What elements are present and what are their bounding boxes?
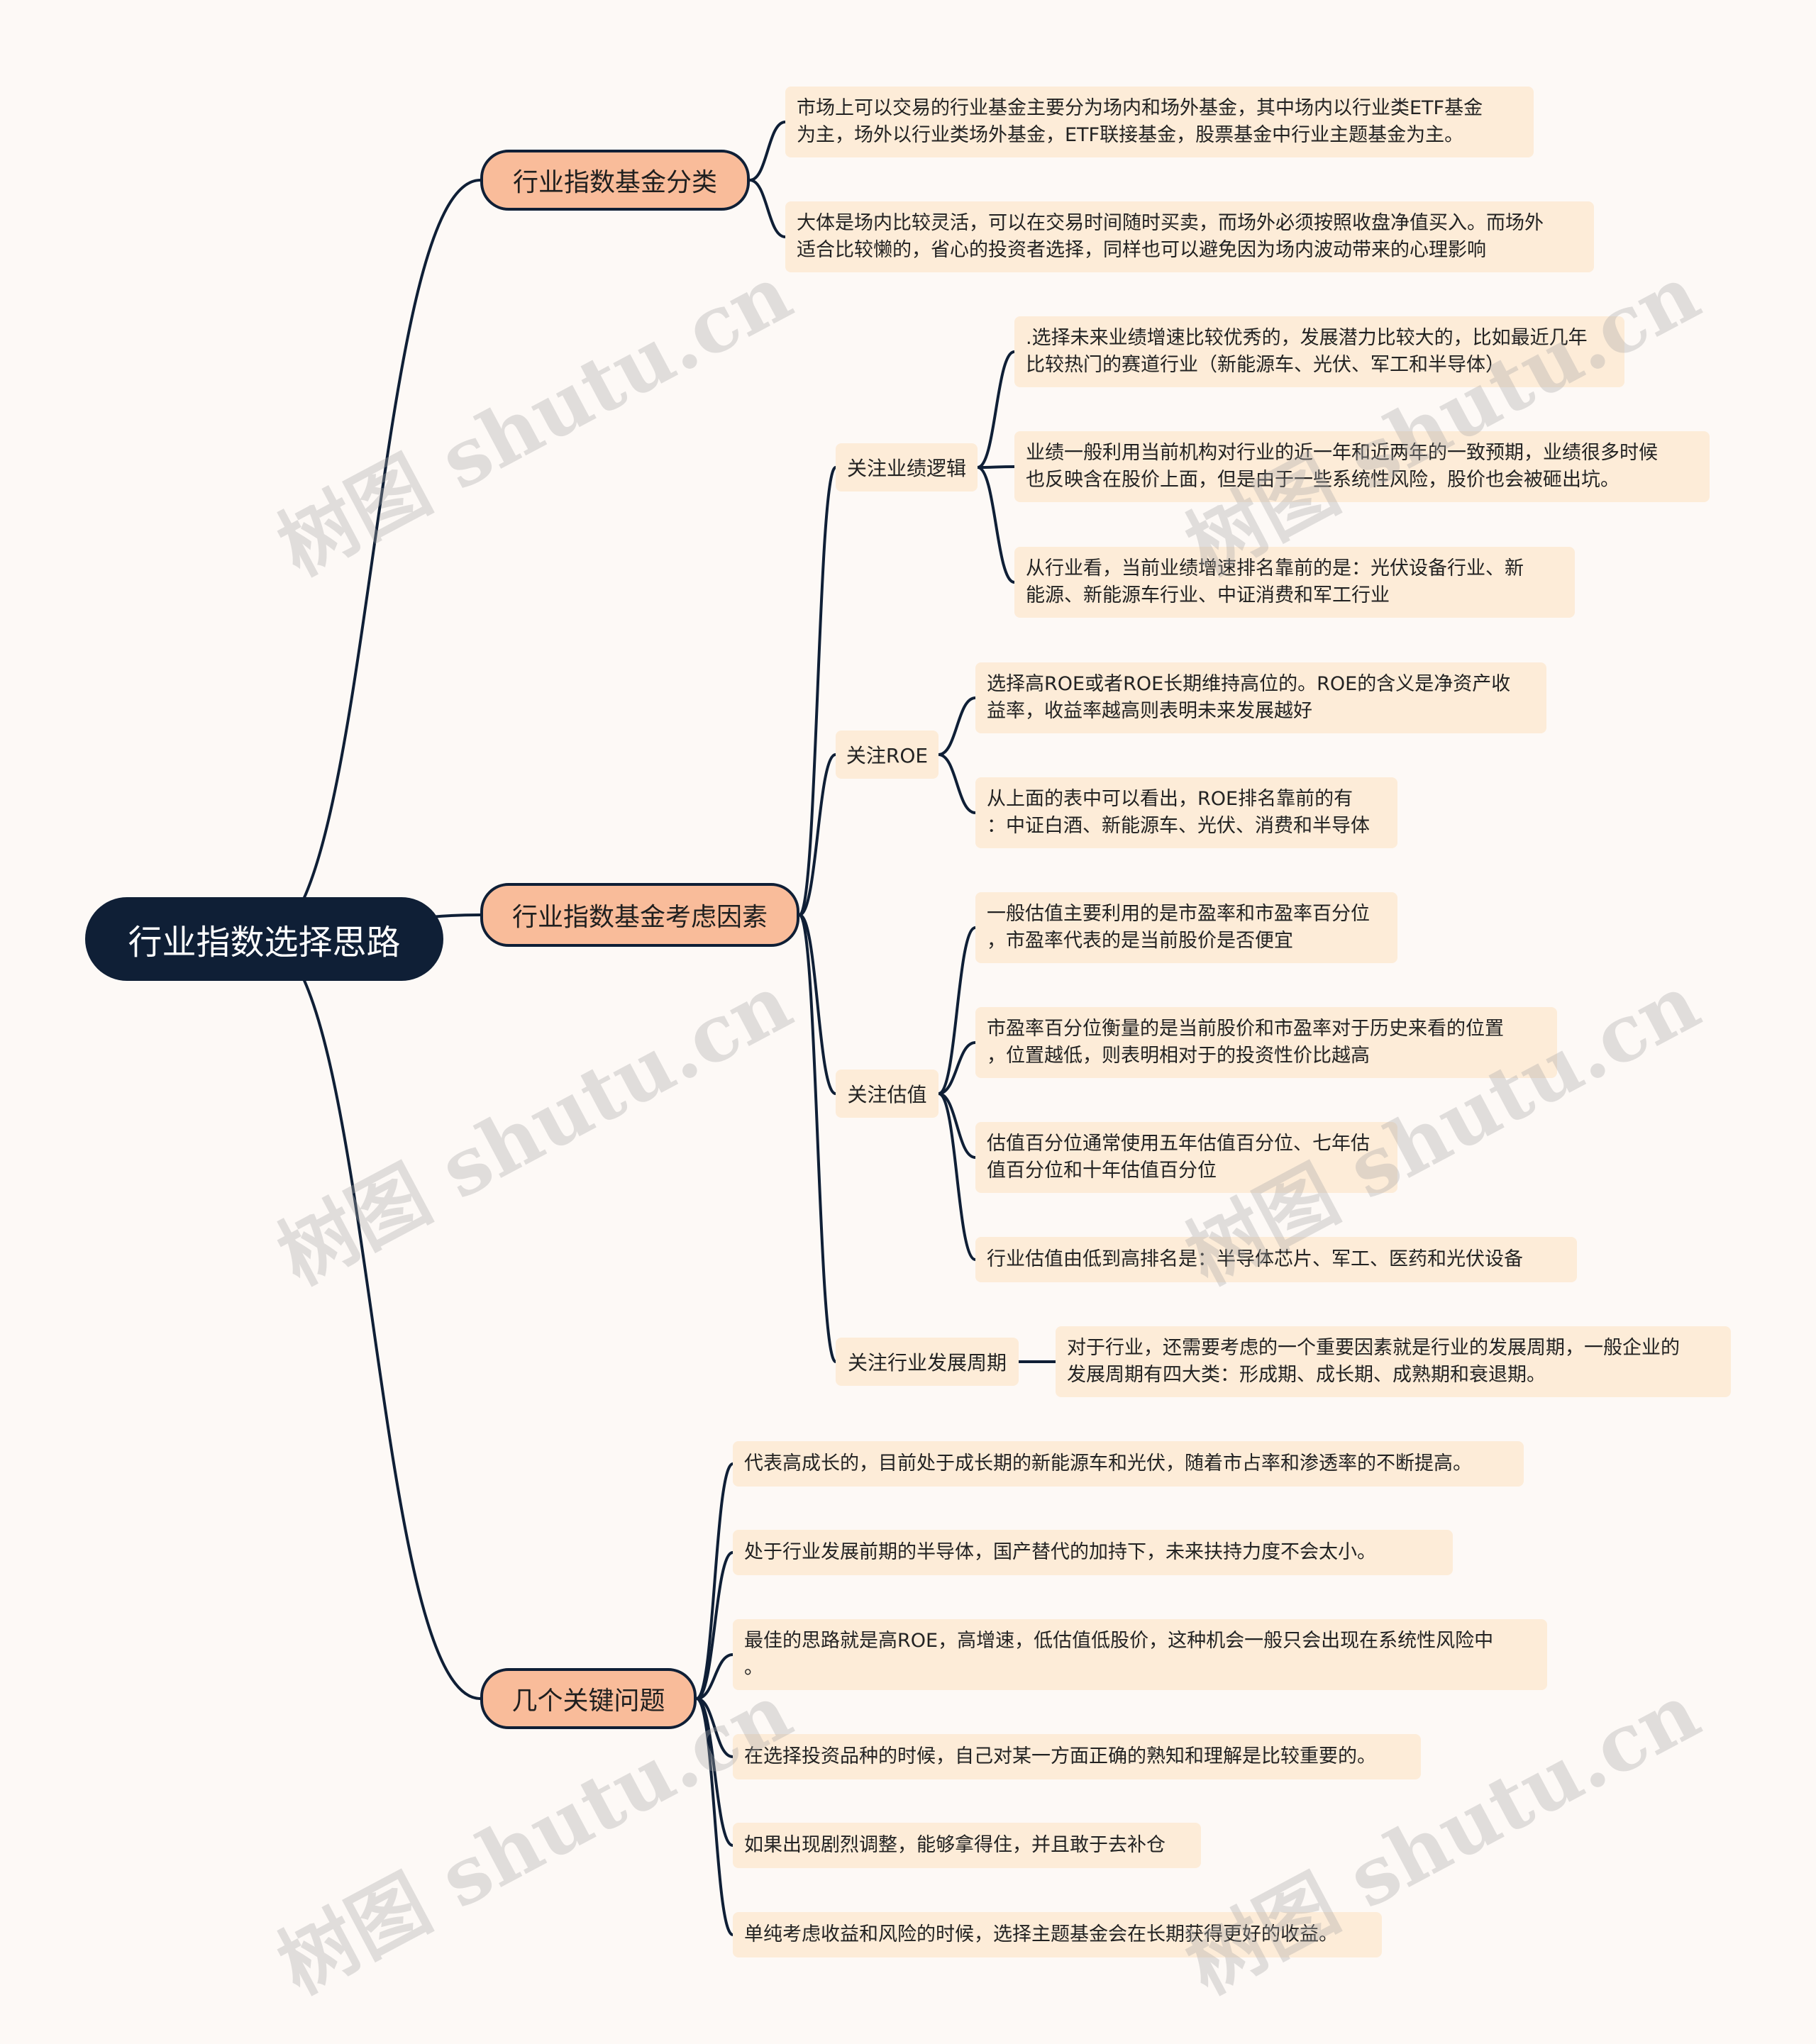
leaf-node[interactable]: 最佳的思路就是高ROE，高增速，低估值低股价，这种机会一般只会出现在系统性风险中…: [733, 1619, 1547, 1690]
sub-node-performance-logic[interactable]: 关注业绩逻辑: [836, 443, 978, 491]
leaf-text: 估值百分位通常使用五年估值百分位、七年估 值百分位和十年估值百分位: [987, 1133, 1370, 1182]
leaf-node[interactable]: 选择高ROE或者ROE长期维持高位的。ROE的含义是净资产收 益率，收益率越高则…: [975, 662, 1546, 733]
connector-line: [798, 466, 837, 916]
leaf-text: 如果出现剧烈调整，能够拿得住，并且敢于去补仓: [744, 1834, 1166, 1856]
leaf-text: .选择未来业绩增速比较优秀的，发展潜力比较大的，比如最近几年 比较热门的赛道行业…: [1026, 327, 1588, 376]
sub-node-label: 关注ROE: [846, 744, 929, 767]
leaf-text: 业绩一般利用当前机构对行业的近一年和近两年的一致预期，业绩很多时候 也反映含在股…: [1026, 442, 1658, 491]
leaf-text: 行业估值由低到高排名是：半导体芯片、军工、医药和光伏设备: [987, 1248, 1523, 1270]
leaf-text: 市盈率百分位衡量的是当前股价和市盈率对于历史来看的位置 ，位置越低，则表明相对于…: [987, 1018, 1504, 1067]
leaf-text: 选择高ROE或者ROE长期维持高位的。ROE的含义是净资产收 益率，收益率越高则…: [987, 673, 1511, 722]
connector-line: [976, 350, 1016, 469]
connector-line: [976, 466, 1016, 584]
connector-line: [695, 1551, 734, 1700]
branch-label: 几个关键问题: [511, 1687, 665, 1716]
leaf-node[interactable]: 对于行业，还需要考虑的一个重要因素就是行业的发展周期，一般企业的 发展周期有四大…: [1056, 1326, 1731, 1397]
sub-node-label: 关注估值: [847, 1083, 927, 1106]
connector-line: [262, 938, 482, 1700]
branch-label: 行业指数基金分类: [512, 168, 717, 197]
connector-line: [937, 926, 977, 1095]
connector-line: [695, 1697, 734, 1758]
leaf-node[interactable]: 从行业看，当前业绩增速排名靠前的是：光伏设备行业、新 能源、新能源车行业、中证消…: [1014, 547, 1575, 618]
leaf-node[interactable]: 如果出现剧烈调整，能够拿得住，并且敢于去补仓: [733, 1823, 1201, 1868]
leaf-text: 从上面的表中可以看出，ROE排名靠前的有 ：中证白酒、新能源车、光伏、消费和半导…: [987, 788, 1370, 837]
sub-node-industry-cycle[interactable]: 关注行业发展周期: [836, 1338, 1019, 1386]
leaf-text: 最佳的思路就是高ROE，高增速，低估值低股价，这种机会一般只会出现在系统性风险中…: [744, 1630, 1494, 1679]
root-node-label: 行业指数选择思路: [128, 923, 401, 962]
leaf-text: 一般估值主要利用的是市盈率和市盈率百分位 ，市盈率代表的是当前股价是否便宜: [987, 903, 1370, 952]
branch-node-consideration-factors[interactable]: 行业指数基金考虑因素: [480, 883, 799, 947]
leaf-node[interactable]: 代表高成长的，目前处于成长期的新能源车和光伏，随着市占率和渗透率的不断提高。: [733, 1441, 1524, 1487]
leaf-text: 从行业看，当前业绩增速排名靠前的是：光伏设备行业、新 能源、新能源车行业、中证消…: [1026, 557, 1524, 606]
connector-line: [798, 753, 837, 916]
connector-line: [937, 753, 977, 814]
sub-node-label: 关注业绩逻辑: [846, 457, 966, 480]
leaf-node[interactable]: 行业估值由低到高排名是：半导体芯片、军工、医药和光伏设备: [975, 1237, 1577, 1282]
leaf-text: 市场上可以交易的行业基金主要分为场内和场外基金，其中场内以行业类ETF基金 为主…: [797, 97, 1483, 146]
root-node[interactable]: 行业指数选择思路: [85, 897, 443, 981]
leaf-node[interactable]: 单纯考虑收益和风险的时候，选择主题基金会在长期获得更好的收益。: [733, 1912, 1382, 1957]
leaf-text: 处于行业发展前期的半导体，国产替代的加持下，未来扶持力度不会太小。: [744, 1541, 1376, 1563]
branch-node-fund-classification[interactable]: 行业指数基金分类: [480, 150, 750, 211]
leaf-node[interactable]: 一般估值主要利用的是市盈率和市盈率百分位 ，市盈率代表的是当前股价是否便宜: [975, 892, 1397, 963]
leaf-node[interactable]: 大体是场内比较灵活，可以在交易时间随时买卖，而场外必须按照收盘净值买入。而场外 …: [785, 201, 1594, 272]
sub-node-roe[interactable]: 关注ROE: [836, 731, 939, 779]
sub-node-valuation[interactable]: 关注估值: [836, 1070, 939, 1118]
leaf-node[interactable]: 市场上可以交易的行业基金主要分为场内和场外基金，其中场内以行业类ETF基金 为主…: [785, 87, 1534, 157]
connector-line: [695, 1697, 734, 1936]
leaf-node[interactable]: 市盈率百分位衡量的是当前股价和市盈率对于历史来看的位置 ，位置越低，则表明相对于…: [975, 1007, 1557, 1078]
leaf-text: 代表高成长的，目前处于成长期的新能源车和光伏，随着市占率和渗透率的不断提高。: [744, 1453, 1472, 1474]
connector-line: [937, 1041, 977, 1095]
leaf-node[interactable]: 处于行业发展前期的半导体，国产替代的加持下，未来扶持力度不会太小。: [733, 1530, 1453, 1575]
connector-line: [937, 1092, 977, 1261]
leaf-text: 对于行业，还需要考虑的一个重要因素就是行业的发展周期，一般企业的 发展周期有四大…: [1067, 1337, 1680, 1386]
connector-line: [748, 179, 787, 238]
connector-line: [695, 1653, 734, 1700]
branch-label: 行业指数基金考虑因素: [511, 903, 768, 932]
connector-line: [262, 179, 482, 940]
connector-line: [937, 696, 977, 756]
connector-line: [748, 121, 787, 182]
leaf-node[interactable]: 估值百分位通常使用五年估值百分位、七年估 值百分位和十年估值百分位: [975, 1122, 1397, 1193]
leaf-text: 在选择投资品种的时候，自己对某一方面正确的熟知和理解是比较重要的。: [744, 1745, 1376, 1767]
connector-line: [798, 913, 837, 1363]
connector-line: [937, 1092, 977, 1159]
sub-node-label: 关注行业发展周期: [847, 1351, 1007, 1374]
connector-line: [695, 1462, 734, 1700]
branch-node-key-questions[interactable]: 几个关键问题: [480, 1668, 697, 1729]
leaf-node[interactable]: 从上面的表中可以看出，ROE排名靠前的有 ：中证白酒、新能源车、光伏、消费和半导…: [975, 777, 1397, 848]
leaf-text: 大体是场内比较灵活，可以在交易时间随时买卖，而场外必须按照收盘净值买入。而场外 …: [797, 212, 1544, 261]
leaf-node[interactable]: .选择未来业绩增速比较优秀的，发展潜力比较大的，比如最近几年 比较热门的赛道行业…: [1014, 316, 1624, 387]
leaf-node[interactable]: 在选择投资品种的时候，自己对某一方面正确的熟知和理解是比较重要的。: [733, 1734, 1421, 1779]
leaf-node[interactable]: 业绩一般利用当前机构对行业的近一年和近两年的一致预期，业绩很多时候 也反映含在股…: [1014, 431, 1710, 502]
connector-line: [798, 913, 837, 1095]
leaf-text: 单纯考虑收益和风险的时候，选择主题基金会在长期获得更好的收益。: [744, 1923, 1338, 1945]
